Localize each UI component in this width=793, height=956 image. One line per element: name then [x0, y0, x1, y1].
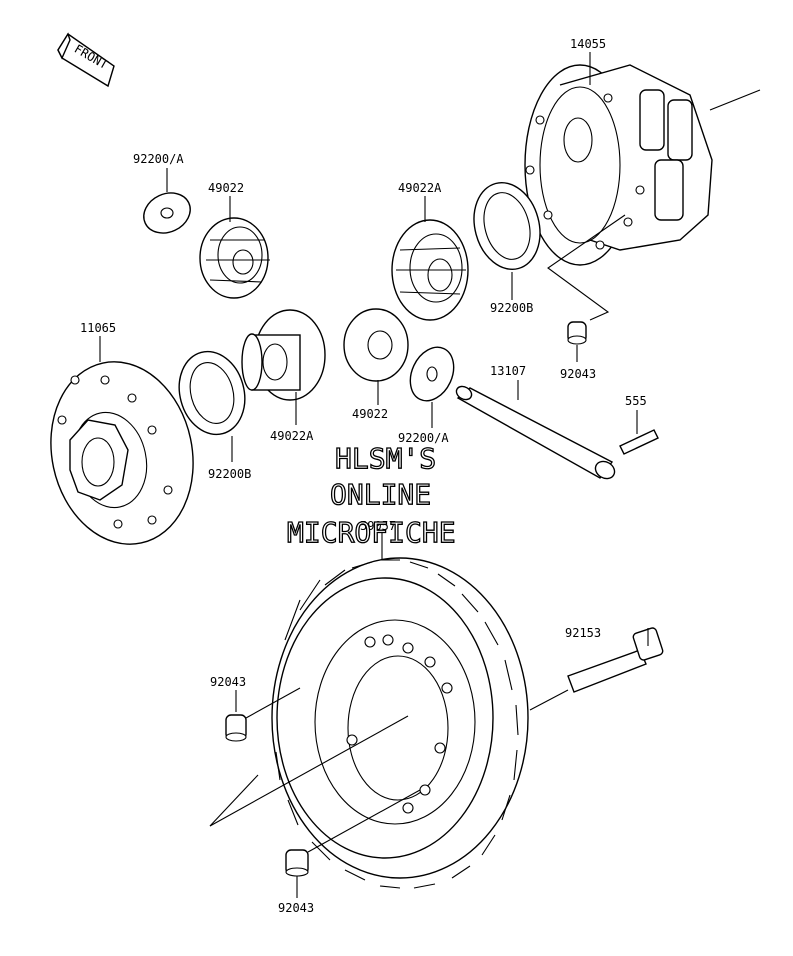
dowel-92043-left	[225, 687, 301, 742]
ring-gear-59057	[271, 557, 529, 889]
washer-92200b-right	[473, 181, 541, 271]
label-49022a-mid: 49022A	[270, 429, 314, 443]
watermark-line-1: HLSM'S	[335, 442, 436, 475]
pinion-shaft-13107	[455, 385, 616, 480]
label-11065: 11065	[80, 321, 116, 335]
label-49022a-top: 49022A	[398, 181, 442, 195]
label-92200a-top: 92200/A	[133, 152, 184, 166]
label-13107: 13107	[490, 364, 526, 378]
label-14055: 14055	[570, 37, 606, 51]
label-49022-top: 49022	[208, 181, 244, 195]
label-92200a-mid: 92200/A	[398, 431, 449, 445]
label-92043-right: 92043	[560, 367, 596, 381]
label-92200b-left: 92200B	[208, 467, 251, 481]
watermark-line-2: ONLINE	[330, 478, 431, 511]
dowel-92043-bottom	[285, 789, 421, 877]
label-555: 555	[625, 394, 647, 408]
label-92043-bottom: 92043	[278, 901, 314, 915]
front-arrow-icon: FRONT	[57, 32, 115, 88]
label-92200b-right: 92200B	[490, 301, 533, 315]
cover-flange-11065	[50, 361, 194, 545]
label-92153: 92153	[565, 626, 601, 640]
pinion-gear-49022-top	[199, 217, 270, 299]
side-gear-49022a-top	[391, 219, 469, 321]
side-gear-49022a-mid	[241, 309, 326, 401]
washer-92200b-left	[178, 350, 246, 436]
pinion-gear-49022-mid	[343, 308, 409, 382]
differential-case-14055	[524, 64, 761, 321]
label-92043-left: 92043	[210, 675, 246, 689]
dowel-92043-right	[567, 321, 587, 345]
label-49022-mid: 49022	[352, 407, 388, 421]
label-59057: 59057	[360, 519, 396, 533]
watermark-line-3: MICROFICHE	[287, 516, 456, 549]
pin-555	[619, 429, 659, 455]
